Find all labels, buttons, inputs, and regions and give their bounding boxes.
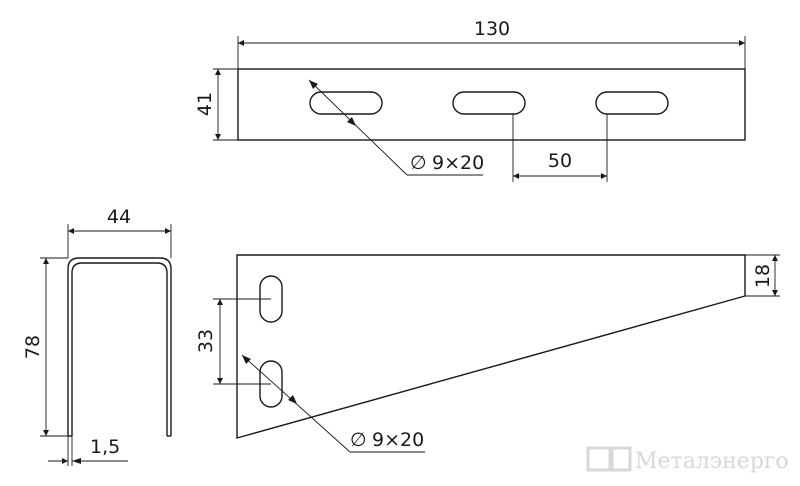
slot-leader-line bbox=[308, 79, 408, 176]
slot-2 bbox=[452, 91, 526, 115]
watermark-text: Металэнерго bbox=[635, 449, 789, 474]
bracket-view: 33 18 ∅ 9×20 bbox=[195, 254, 780, 453]
u-profile-outer bbox=[67, 257, 172, 436]
u-profile-inner bbox=[71, 262, 168, 436]
height-label: 41 bbox=[194, 92, 216, 116]
bracket-outline bbox=[236, 254, 746, 439]
width-label: 44 bbox=[107, 206, 131, 228]
hole-diameter-symbol: ∅ bbox=[350, 429, 367, 451]
watermark: Металэнерго bbox=[586, 446, 789, 474]
profile-height-label: 78 bbox=[22, 335, 44, 359]
thickness-arrow-right bbox=[72, 458, 81, 464]
length-label: 130 bbox=[474, 18, 510, 40]
hole-spacing-label: 33 bbox=[195, 329, 217, 353]
slot-callout-label: 9×20 bbox=[432, 152, 484, 174]
watermark-logo-icon bbox=[586, 446, 632, 472]
hole-leader-arrow-top bbox=[242, 355, 251, 364]
slot-1 bbox=[309, 91, 383, 115]
tip-height-label: 18 bbox=[752, 264, 774, 288]
plate-outline bbox=[237, 68, 746, 141]
side-view: 44 78 1,5 bbox=[22, 206, 172, 466]
hole-leader-arrow-bottom bbox=[288, 395, 297, 404]
slot-leader-arrow-top bbox=[309, 80, 318, 89]
hole-callout-label: 9×20 bbox=[372, 429, 424, 451]
spacing-label: 50 bbox=[548, 150, 572, 172]
top-view: 130 41 50 ∅ 9×20 bbox=[194, 18, 746, 182]
slot-diameter-symbol: ∅ bbox=[410, 152, 427, 174]
slot-3 bbox=[595, 91, 669, 115]
thickness-label: 1,5 bbox=[90, 436, 120, 458]
slot-leader-arrow-bottom bbox=[347, 117, 356, 126]
